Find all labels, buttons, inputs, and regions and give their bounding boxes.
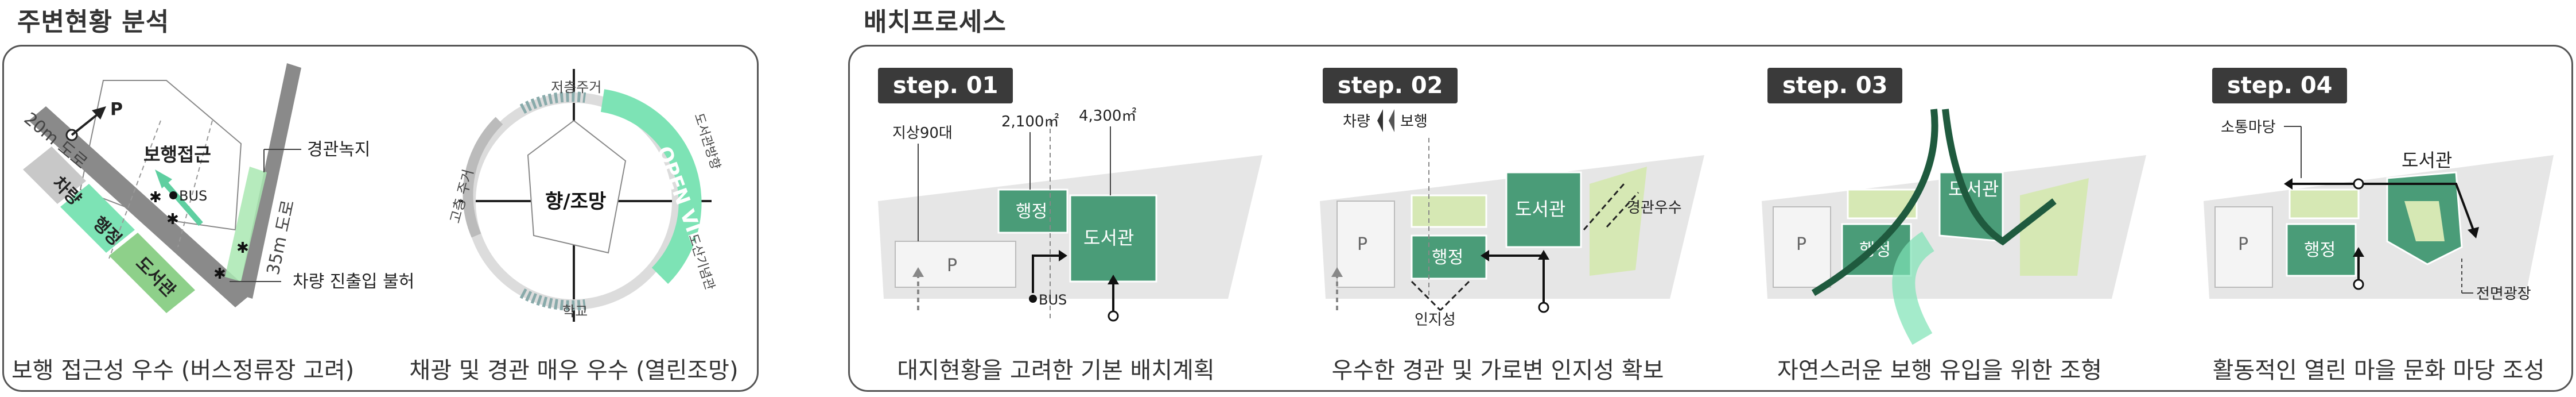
svg-text:✱: ✱ [213,265,226,283]
landscape-green-strip [225,167,267,282]
step-03-library-label: 도서관 [1948,178,1999,200]
sun-top-label: 저층주거 [551,79,601,95]
step-04-small-yard: 소통마당 [2221,119,2276,136]
site-caption: 보행 접근성 우수 (버스정류장 고려) [11,357,355,384]
step-03-badge: step. 03 [1767,68,1903,103]
step-03-parking: P [1796,234,1806,255]
sun-center-label: 향/조망 [545,190,606,213]
step-01-library-label: 도서관 [1083,227,1134,249]
sun-right-label-2: 도산기념관 [685,232,717,292]
step-02-vehicle: 차량 [1343,113,1370,130]
pedestrian-arrow [158,176,203,226]
bus-label: BUS [179,188,207,204]
section-title-layout-process: 배치프로세스 [864,7,1007,37]
step-04-library-label: 도서관 [2402,149,2452,171]
svg-text:✱: ✱ [236,240,249,257]
step-04-parking: P [2238,234,2248,255]
step-02-admin-block [1411,234,1487,280]
step-04-badge: step. 04 [2212,68,2348,103]
strip-admin [60,184,135,253]
step-03-diagram: P 행정 도서관 [1762,109,2146,345]
step-02-admin-label: 행정 [1432,248,1463,268]
step-04-admin-block [2286,223,2357,277]
section-title-site-analysis: 주변현황 분석 [17,7,170,37]
step-02-diagram: P 행정 도서관 차량 보행 경관우수 인지성 [1320,109,1704,329]
step-02-library-block [1505,171,1582,248]
bus-stop-dot [169,191,177,199]
step-01-admin-block [997,188,1069,234]
step-02-badge: step. 02 [1323,68,1458,103]
step-04-caption: 활동적인 열린 마을 문화 마당 조성 [2212,357,2545,384]
pedestrian-access-label: 보행접근 [143,144,211,165]
no-vehicle-entry-label: 차량 진출입 불허 [293,272,414,292]
strip-vehicle [23,147,86,204]
strip-library [109,233,195,313]
step-02-parking: P [1357,234,1367,255]
step-01-area-admin: 2,100㎡ [1001,113,1059,130]
step-01-caption: 대지현황을 고려한 기본 배치계획 [897,357,1215,384]
road-20m [29,106,252,307]
sun-view-diagram: 향/조망 OPEN VIEW 저층주거 고층 주거 학교 도서관방향 도산기념관 [447,69,722,322]
road-35m [238,63,301,299]
sun-bottom-label: 학교 [562,303,588,319]
step-02-view: 경관우수 [1627,199,1682,217]
step-01-parking-count: 지상90대 [892,125,953,142]
north-label: P [110,99,123,120]
svg-text:✱: ✱ [166,211,179,228]
step-01-parking: P [947,256,957,276]
step-01-area-library: 4,300㎡ [1079,107,1136,125]
site-diagram: 차량 행정 도서관 P 20m 도로 35m 도로 보행접근 BUS ✱ ✱ ✱… [20,63,414,313]
sun-right-label-1: 도서관방향 [691,111,722,171]
step-04-admin-label: 행정 [2304,240,2336,260]
open-view-arc [600,89,702,284]
svg-text:✱: ✱ [149,189,162,206]
sun-caption: 채광 및 경관 매우 우수 (열린조망) [409,357,739,384]
step-01-bus: BUS [1039,292,1067,308]
step-01-admin-label: 행정 [1016,202,1047,222]
step-02-recognition: 인지성 [1415,311,1456,329]
landscape-green-label: 경관녹지 [307,140,370,160]
step-04-diagram: P 행정 도서관 소통마당 전면광장 [2204,119,2554,303]
step-03-caption: 자연스러운 보행 유입을 위한 조형 [1777,357,2103,384]
step-02-library-label: 도서관 [1515,198,1565,220]
step-02-pedestrian: 보행 [1400,113,1428,130]
step-01-badge: step. 01 [878,68,1013,103]
step-04-front-plaza: 전면광장 [2476,286,2531,303]
step-01-diagram: P 행정 도서관 지상90대 2,100㎡ 4,300㎡ BUS [878,107,1262,322]
step-02-caption: 우수한 경관 및 가로변 인지성 확보 [1331,357,1664,384]
